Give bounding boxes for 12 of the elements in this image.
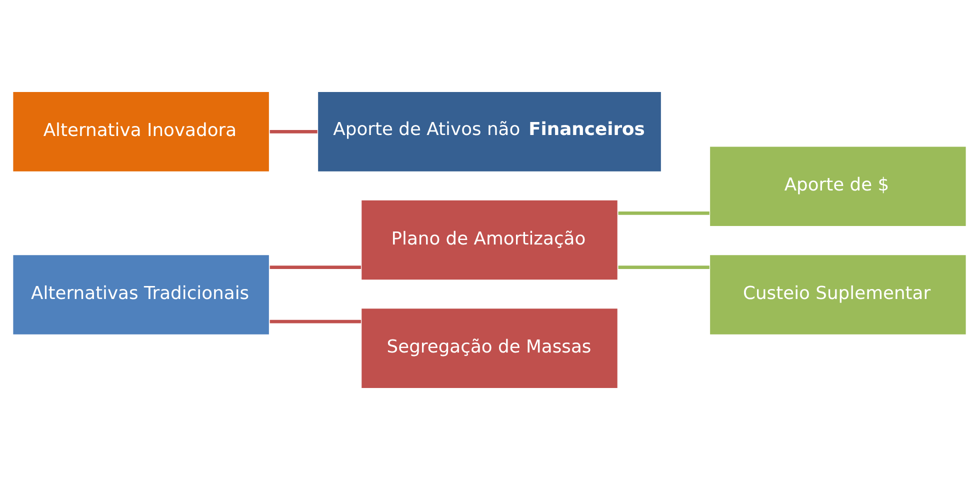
node-box: Plano de Amortização [360,198,618,280]
node-box: Alternativas Tradicionais [12,253,270,335]
connector [270,130,318,133]
connector [270,319,361,323]
node-box: Segregação de Massas [360,307,618,389]
node-box: Alternativa Inovadora [12,90,270,172]
node-box: Aporte de $ [708,145,967,227]
node-box: Aporte de Ativos não Financeiros [316,90,662,172]
connector [270,265,361,269]
connector [618,211,710,214]
node-box: Custeio Suplementar [708,253,967,335]
connector [618,265,710,269]
